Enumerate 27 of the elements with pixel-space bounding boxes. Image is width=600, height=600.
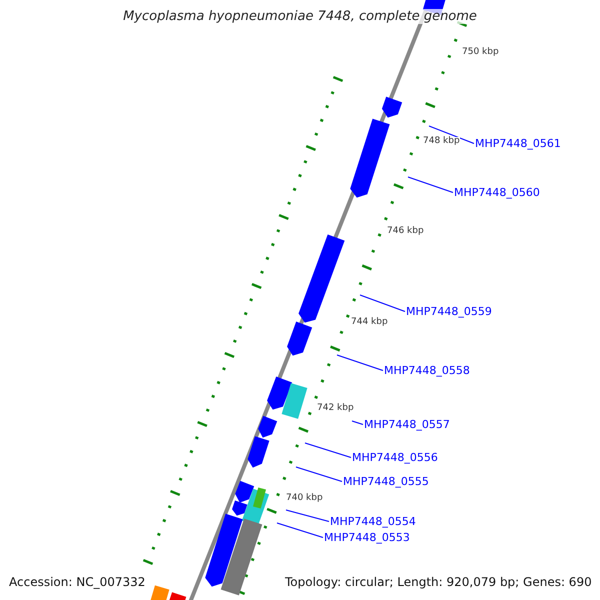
leader-line xyxy=(286,510,330,522)
leader-line xyxy=(336,354,384,371)
leader-line xyxy=(296,466,342,482)
title: Mycoplasma hyopneumoniae 7448, complete genome xyxy=(123,9,477,24)
leader-line xyxy=(304,442,352,458)
scale-label: 748 kbp xyxy=(423,137,460,146)
scale-label: 750 kbp xyxy=(462,48,499,57)
gene-label: MHP7448_0556 xyxy=(352,452,438,463)
gene-label: MHP7448_0554 xyxy=(330,516,416,527)
scale-label: 746 kbp xyxy=(387,227,424,236)
leader-line xyxy=(428,126,474,144)
gene-label: MHP7448_0555 xyxy=(343,476,429,487)
gene-label: MHP7448_0560 xyxy=(454,187,540,198)
scale-label: 744 kbp xyxy=(351,318,388,327)
leader-line xyxy=(360,294,406,312)
scale-label: 742 kbp xyxy=(317,404,354,413)
leader-line xyxy=(276,522,324,538)
gene-label: MHP7448_0558 xyxy=(384,365,470,376)
gene-label: MHP7448_0559 xyxy=(406,306,492,317)
leader-line xyxy=(408,176,454,193)
gene-label: MHP7448_0553 xyxy=(324,532,410,543)
genome-info-text: Topology: circular; Length: 920,079 bp; Genes: 690 xyxy=(285,576,592,588)
scale-label: 740 kbp xyxy=(286,494,323,503)
gene-label: MHP7448_0557 xyxy=(364,419,450,430)
gene-label: MHP7448_0561 xyxy=(475,138,561,149)
leader-line xyxy=(352,420,364,425)
accession-text: Accession: NC_007332 xyxy=(9,576,146,588)
